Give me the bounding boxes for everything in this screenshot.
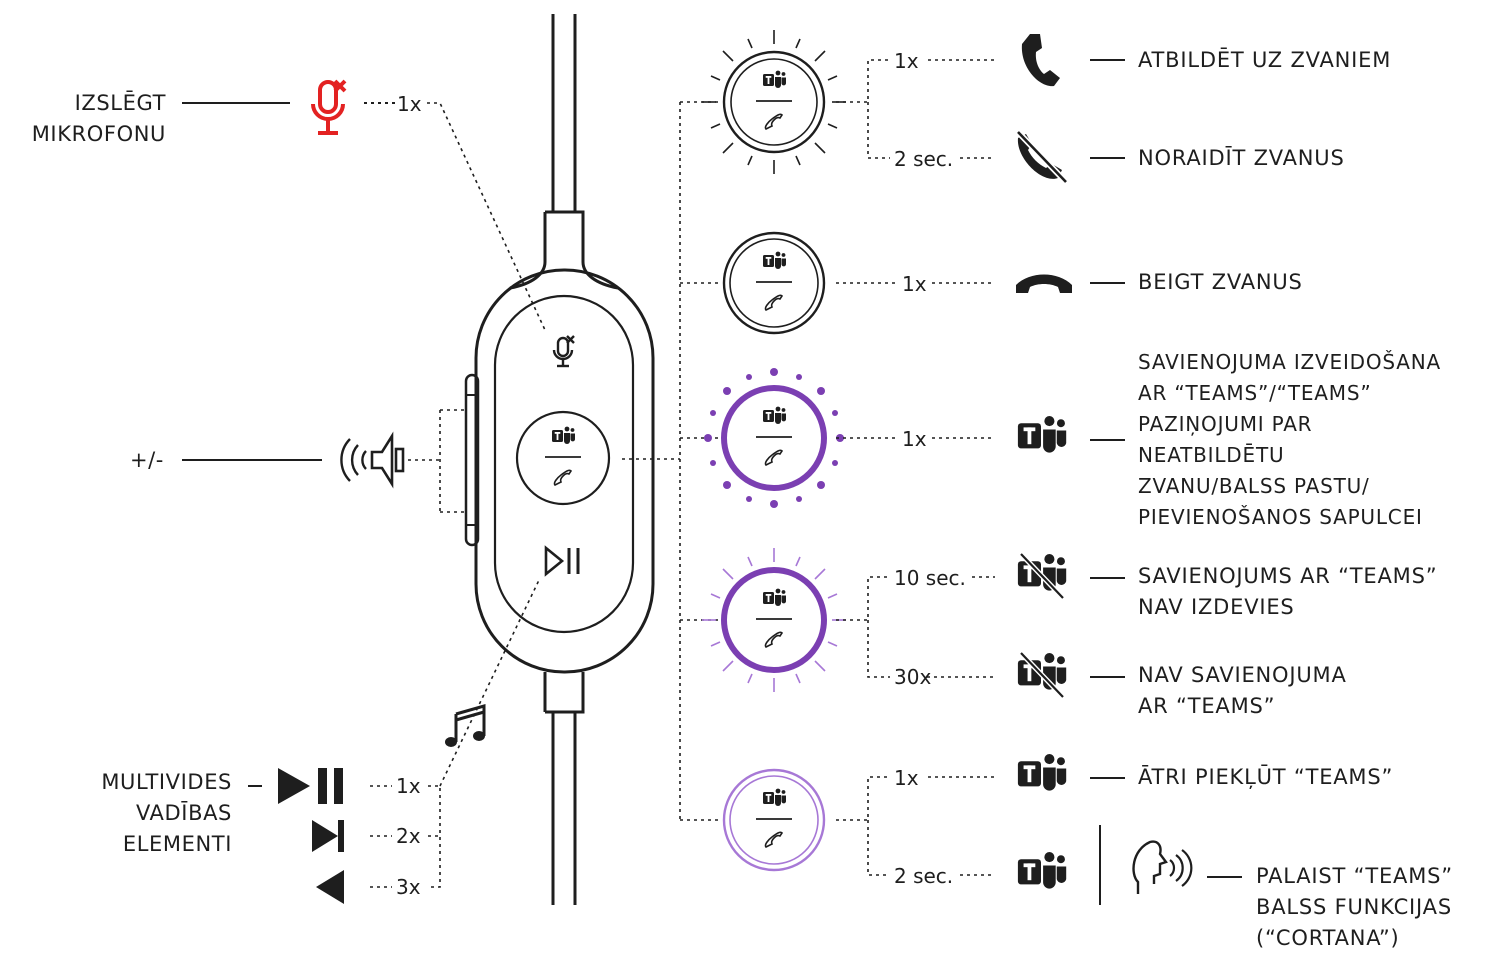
count-connectors — [836, 59, 995, 876]
action-row-4: SAVIENOJUMA IZVEIDOŠANA AR “TEAMS”/“TEAM… — [1138, 350, 1441, 529]
phone-hangup-icon — [1016, 274, 1072, 293]
teams-button[interactable] — [515, 410, 611, 506]
action-row-1: ATBILDĒT UZ ZVANIEM — [1138, 48, 1392, 72]
speaking-head-icon — [1132, 840, 1193, 894]
teams-icon — [1017, 852, 1067, 889]
music-note-icon — [445, 704, 486, 747]
count-row-3: 1x — [902, 272, 927, 296]
action-row-5: SAVIENOJUMS AR “TEAMS” NAV IZDEVIES — [1138, 564, 1438, 619]
action-row-6: NAV SAVIENOJUMA AR “TEAMS” — [1138, 663, 1347, 718]
teams-icon — [1017, 754, 1067, 791]
next-track-icon — [312, 820, 344, 852]
mute-mic-icon — [311, 79, 347, 135]
action-row-8: PALAIST “TEAMS” BALSS FUNKCIJAS (“CORTAN… — [1256, 864, 1453, 950]
ring-active-call — [722, 231, 826, 335]
action-connectors — [1090, 59, 1242, 878]
count-row-5: 10 sec. — [894, 566, 966, 590]
media-label: MULTIVIDES VADĪBAS ELEMENTI — [101, 770, 232, 856]
count-row-4: 1x — [902, 427, 927, 451]
ring-teams-error — [702, 548, 846, 692]
play-pause-button[interactable] — [544, 545, 580, 577]
count-row-7: 1x — [894, 766, 919, 790]
count-media-next: 2x — [396, 824, 421, 848]
teams-crossed-icon — [1017, 552, 1067, 600]
action-row-3: BEIGT ZVANUS — [1138, 270, 1303, 294]
volume-label: +/- — [129, 448, 164, 472]
teams-crossed-icon — [1017, 651, 1067, 699]
action-row-7: ĀTRI PIEKĻŪT “TEAMS” — [1138, 765, 1394, 789]
count-row-1: 1x — [894, 49, 919, 73]
teams-icon — [1017, 416, 1067, 453]
count-row-6: 30x — [894, 665, 932, 689]
ring-teams-idle — [722, 768, 826, 872]
phone-answer-icon — [1021, 34, 1060, 87]
volume-speaker-icon — [340, 431, 405, 489]
controller — [464, 14, 655, 905]
action-row-2: NORAIDĪT ZVANUS — [1138, 146, 1345, 170]
previous-track-icon — [316, 870, 344, 904]
ring-incoming-call — [702, 30, 846, 174]
play-pause-icon — [278, 768, 343, 804]
count-row-8: 2 sec. — [894, 864, 954, 888]
phone-decline-icon — [1015, 129, 1069, 185]
count-media-play: 1x — [396, 774, 421, 798]
mute-button[interactable] — [552, 335, 575, 368]
count-mute: 1x — [397, 92, 422, 116]
count-row-2: 2 sec. — [894, 147, 954, 171]
count-media-prev: 3x — [396, 875, 421, 899]
mute-label: IZSLĒGT MIKROFONU — [31, 91, 166, 146]
ring-teams-notification — [704, 368, 844, 508]
